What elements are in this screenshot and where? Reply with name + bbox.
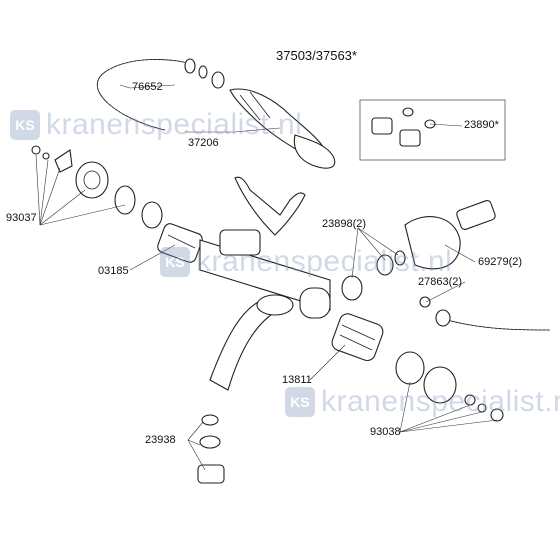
hose-lower <box>435 309 551 331</box>
part-box-23890 <box>359 99 506 161</box>
part-label-93038: 93038 <box>370 426 401 438</box>
diagram-title: 37503/37563* <box>276 48 357 63</box>
part-label-37206: 37206 <box>188 137 219 149</box>
part-label-93037: 93037 <box>6 212 37 224</box>
part-label-13811: 13811 <box>282 374 312 386</box>
spout-bottom-parts <box>197 414 225 484</box>
part-label-27863: 27863(2) <box>418 276 463 288</box>
mixer-body <box>199 176 331 391</box>
hose-nuts <box>184 58 225 89</box>
right-fittings <box>341 200 496 308</box>
part-label-23938: 23938 <box>145 434 176 446</box>
hose-upper <box>97 59 196 131</box>
leader-lines <box>35 84 498 471</box>
part-label-23898: 23898(2) <box>322 218 367 230</box>
part-label-03185: 03185 <box>98 265 129 277</box>
left-cartridge <box>157 223 203 263</box>
part-label-23890: 23890* <box>464 119 499 131</box>
part-label-76652: 76652 <box>132 81 163 93</box>
center-cartridge <box>331 313 384 362</box>
right-handle-parts <box>395 351 504 422</box>
hand-shower <box>229 88 336 169</box>
left-handle-parts <box>31 145 163 229</box>
part-label-69279: 69279(2) <box>478 256 523 268</box>
